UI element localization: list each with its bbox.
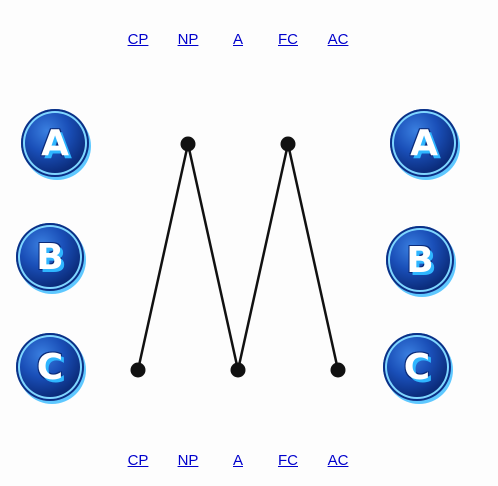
edge-fc-ac [286,143,340,371]
left-button-c-label: C [36,346,64,388]
left-button-a-label: A [41,122,69,164]
node-ac[interactable] [330,362,346,378]
node-cp[interactable] [130,362,146,378]
bottom-link-np[interactable]: NP [177,452,199,469]
bottom-link-ac[interactable]: AC [327,452,349,469]
top-link-row: CP NP A FC AC [0,30,498,50]
node-np[interactable] [180,136,196,152]
node-fc[interactable] [280,136,296,152]
right-button-b[interactable]: B [386,226,454,294]
top-link-fc[interactable]: FC [278,31,298,48]
diagram-nodes [130,136,346,378]
bottom-link-cp[interactable]: CP [127,452,149,469]
right-button-c-label: C [403,346,431,388]
node-a[interactable] [230,362,246,378]
bottom-link-fc[interactable]: FC [278,452,298,469]
edge-np-a [186,143,240,371]
edge-a-fc [236,143,290,371]
right-button-b-label: B [406,239,434,281]
connector-lines [136,143,340,371]
right-button-a-label: A [410,122,438,164]
right-button-a[interactable]: A [390,109,458,177]
left-button-a[interactable]: A [21,109,89,177]
left-button-b[interactable]: B [16,223,84,291]
bottom-link-a[interactable]: A [232,452,244,469]
bottom-link-row: CP NP A FC AC [0,451,498,471]
left-button-b-label: B [36,236,64,278]
top-link-np[interactable]: NP [177,31,199,48]
right-button-c[interactable]: C [383,333,451,401]
top-link-ac[interactable]: AC [327,31,349,48]
left-button-c[interactable]: C [16,333,84,401]
top-link-a[interactable]: A [232,31,244,48]
edge-cp-np [136,143,190,371]
top-link-cp[interactable]: CP [127,31,149,48]
